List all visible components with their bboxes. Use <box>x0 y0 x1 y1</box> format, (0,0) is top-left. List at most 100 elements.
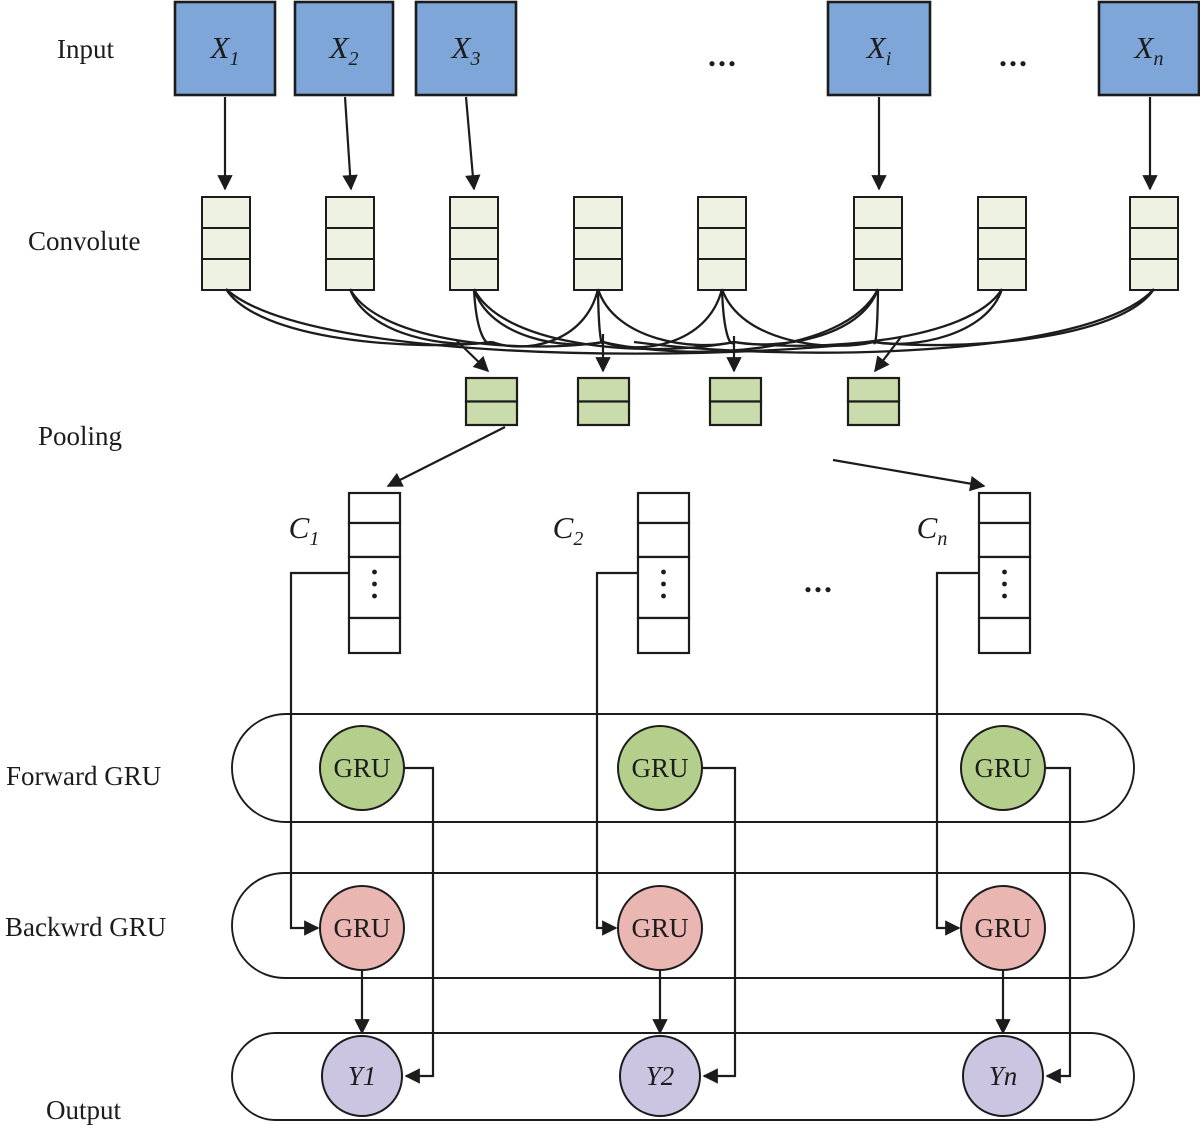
c-vector-cell <box>977 521 1032 559</box>
convolute-cell <box>201 227 251 260</box>
vertical-ellipsis-dot <box>661 593 666 599</box>
convolute-column <box>977 196 1027 291</box>
convolution-window-arc <box>348 288 604 348</box>
input-box-label: Xn <box>1133 30 1164 70</box>
input-to-convolute-arrow <box>464 96 481 191</box>
output-layer-pill <box>231 1032 1135 1121</box>
pooling-cell <box>846 376 901 403</box>
convolute-cell <box>853 258 903 291</box>
c-label-sub: n <box>937 528 947 550</box>
convolute-cell <box>449 227 499 260</box>
row-label-convolute: Convolute <box>28 226 141 256</box>
input-box-label: Xi <box>865 30 892 70</box>
input-box-group: Xn <box>1097 0 1200 97</box>
backward-gru-node-label: GRU <box>333 913 390 943</box>
row-label-input: Input <box>57 34 114 64</box>
input-box-group: X3 <box>414 0 518 97</box>
convolution-window-arc <box>720 288 875 347</box>
output-node-label: Y2 <box>646 1061 675 1091</box>
pooling-box <box>576 376 631 427</box>
pooling-cell <box>708 400 763 427</box>
pooling-to-cn-arrow <box>832 458 986 492</box>
convolution-window-arc <box>720 288 735 345</box>
c-label-sub: 1 <box>309 528 319 550</box>
vertical-ellipsis-dot <box>372 569 377 575</box>
convolution-window-arc <box>596 288 735 347</box>
forward-gru-to-output-connector <box>1045 766 1072 1084</box>
convolute-cell <box>977 227 1027 260</box>
convolution-window-arc <box>348 288 493 345</box>
pooling-box <box>708 376 763 427</box>
input-box <box>293 0 395 97</box>
convolute-column <box>1129 196 1179 291</box>
c-vector-cell <box>636 555 691 620</box>
pooling-cell <box>464 376 519 403</box>
pooling-cell <box>576 376 631 403</box>
c-vector-cell <box>636 491 691 525</box>
row-label-forward-gru: Forward GRU <box>6 761 161 791</box>
forward-gru-node-label: GRU <box>333 753 390 783</box>
convolution-window-arc <box>602 288 880 353</box>
convolution-window-arc <box>472 288 735 351</box>
c-to-backward-gru-connector <box>935 571 979 936</box>
pooling-cell <box>576 400 631 427</box>
c-to-backward-gru-connector <box>289 571 349 936</box>
backward-gru-node-label: GRU <box>631 913 688 943</box>
convolution-window-arc <box>873 288 1155 347</box>
c-vector-cell <box>636 521 691 559</box>
convolute-cell <box>977 258 1027 291</box>
forward-gru-node <box>617 725 703 811</box>
c-label-base: C <box>917 510 938 545</box>
convolute-cell <box>853 227 903 260</box>
c-to-backward-gru-connector <box>595 571 638 936</box>
c-vector-label: C2 <box>553 510 584 550</box>
convolute-cell <box>201 196 251 229</box>
forward-gru-node-label: GRU <box>631 753 688 783</box>
convolution-window-arc <box>733 288 1003 347</box>
c-vector-cell <box>347 491 402 525</box>
vertical-ellipsis-dot <box>372 581 377 587</box>
c-vector-column: C2 <box>553 491 691 655</box>
convolution-window-arc <box>873 288 1004 345</box>
convolute-cell <box>573 258 623 291</box>
c-vector-cell <box>347 521 402 559</box>
convolute-column <box>325 196 375 291</box>
row-label-backward-gru: Backwrd GRU <box>5 912 166 942</box>
c-vector-label: Cn <box>917 510 948 550</box>
convolute-column <box>697 196 747 291</box>
forward-gru-node-label: GRU <box>974 753 1031 783</box>
output-node <box>962 1035 1044 1117</box>
pooling-cell <box>708 376 763 403</box>
input-to-convolute-arrow <box>342 96 358 191</box>
convolution-window-arc <box>491 288 600 348</box>
vertical-ellipsis-dot <box>1002 569 1007 575</box>
convolute-cell <box>697 227 747 260</box>
vertical-ellipsis-dot <box>1002 581 1007 587</box>
output-node <box>321 1035 403 1117</box>
backward-gru-node <box>319 885 405 971</box>
c-vector-cell <box>977 555 1032 620</box>
output-node-label: Yn <box>989 1061 1018 1091</box>
pooling-cell <box>846 400 901 427</box>
input-label-base: X <box>209 30 231 65</box>
input-box-group: Xi <box>826 0 932 97</box>
convolute-cell <box>697 196 747 229</box>
c-vector-column: Cn <box>917 491 1032 655</box>
input-box-label: X1 <box>209 30 240 70</box>
convolute-column <box>449 196 499 291</box>
convolution-window-arc <box>472 288 604 346</box>
convolution-window-arc <box>733 288 880 346</box>
input-label-sub: i <box>886 48 892 70</box>
input-label-sub: n <box>1153 48 1163 70</box>
vertical-ellipsis-dot <box>372 593 377 599</box>
c-row-ellipsis: ... <box>804 563 834 599</box>
input-box-label: X2 <box>328 30 359 70</box>
output-node <box>619 1035 701 1117</box>
input-label-base: X <box>450 30 472 65</box>
c-label-base: C <box>289 510 310 545</box>
c-vector-cell <box>636 616 691 655</box>
input-box-label: X3 <box>450 30 481 70</box>
vertical-ellipsis-dot <box>661 581 666 587</box>
